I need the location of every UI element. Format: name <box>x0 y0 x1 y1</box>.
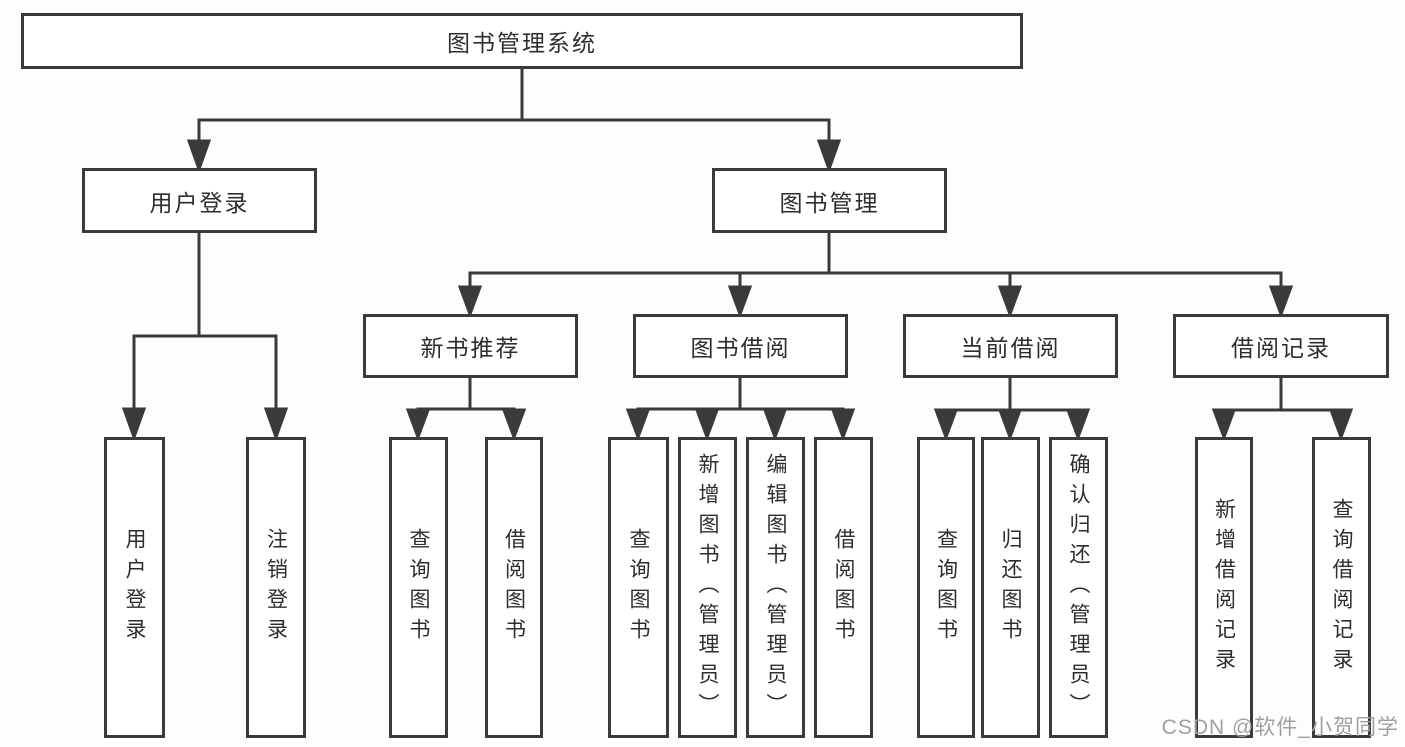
node-book-borrow: 图书借阅 <box>633 314 848 378</box>
arrowhead <box>830 408 856 442</box>
arrowhead <box>727 285 753 319</box>
arrowhead <box>121 407 147 442</box>
leaf-newrec-query-books: 查询图书 <box>389 437 448 738</box>
edges-book-borrow <box>625 376 856 442</box>
arrowhead <box>1328 408 1354 442</box>
arrowhead <box>816 139 842 174</box>
arrowhead <box>762 408 788 442</box>
edges-current-borrow <box>933 376 1091 442</box>
arrowhead <box>501 408 527 442</box>
node-current-borrow: 当前借阅 <box>903 314 1118 378</box>
arrowhead <box>694 408 720 442</box>
edges-user-login <box>121 231 289 442</box>
leaf-records-query-record: 查询借阅记录 <box>1312 437 1371 738</box>
arrowhead <box>263 407 289 442</box>
arrowhead <box>1211 408 1237 442</box>
leaf-logout: 注销登录 <box>246 437 306 738</box>
node-book-management: 图书管理 <box>712 168 947 233</box>
node-new-book-recommend: 新书推荐 <box>363 314 578 378</box>
arrowhead <box>1065 408 1091 442</box>
leaf-newrec-borrow-books: 借阅图书 <box>485 437 543 738</box>
edges-book-management <box>457 231 1294 319</box>
leaf-borrow-edit-books-admin: 编辑图书（管理员） <box>746 437 805 738</box>
arrowhead <box>933 408 959 442</box>
edges-root <box>186 66 842 174</box>
arrowhead <box>405 408 431 442</box>
leaf-borrow-add-books-admin: 新增图书（管理员） <box>678 437 737 738</box>
arrowhead <box>457 285 483 319</box>
leaf-borrow-borrow-books: 借阅图书 <box>814 437 873 738</box>
node-borrow-records: 借阅记录 <box>1173 314 1389 378</box>
arrowhead <box>625 408 651 442</box>
node-root-library-system: 图书管理系统 <box>21 13 1023 69</box>
watermark-csdn: CSDN @软件_小贺同学 <box>1161 716 1399 739</box>
leaf-current-return-books: 归还图书 <box>981 437 1040 738</box>
arrowhead <box>997 408 1023 442</box>
edges-borrow-records <box>1211 376 1354 442</box>
arrowhead <box>1268 285 1294 319</box>
leaf-user-login: 用户登录 <box>104 437 165 738</box>
node-user-login: 用户登录 <box>82 168 317 233</box>
leaf-borrow-query-books: 查询图书 <box>608 437 669 738</box>
leaf-current-query-books: 查询图书 <box>917 437 975 738</box>
leaf-records-add-record: 新增借阅记录 <box>1195 437 1253 738</box>
edges-new-book-recommend <box>405 376 527 442</box>
arrowhead <box>997 285 1023 319</box>
leaf-current-confirm-return-admin: 确认归还（管理员） <box>1049 437 1108 738</box>
arrowhead <box>186 139 212 174</box>
